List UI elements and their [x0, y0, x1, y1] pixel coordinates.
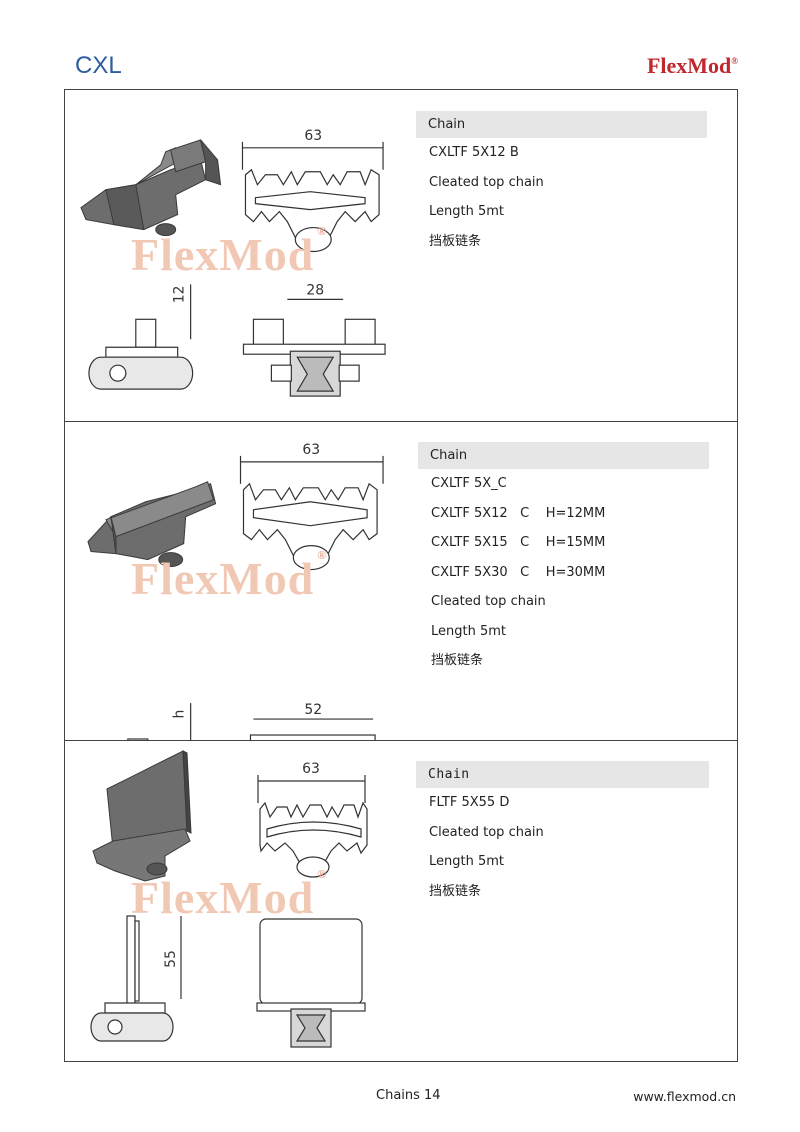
chain-iso-view [80, 139, 222, 237]
dim-side-height: h [172, 710, 188, 719]
info-line: Cleated top chain [429, 824, 544, 840]
info-line: 挡板链条 [429, 883, 482, 899]
product-table: 63 12 28 FlexMod® Chain CXLTF 5X12 B Cle… [64, 89, 738, 1062]
chain-side-view [127, 703, 192, 740]
info-line: Length 5mt [429, 854, 505, 869]
dim-top-width: 63 [302, 761, 320, 777]
chain-front-view [249, 718, 376, 740]
chain-side-view [90, 915, 182, 1042]
watermark-mark: ® [317, 867, 328, 881]
brand-logo: FlexMod® [647, 53, 738, 79]
info-line: 挡板链条 [431, 653, 484, 668]
brand-registered-mark: ® [731, 56, 738, 66]
dim-top-width: 63 [304, 128, 322, 144]
watermark-text: FlexMod [131, 229, 315, 280]
dim-front-width: 52 [304, 702, 322, 718]
page-number: Chains 14 [376, 1088, 441, 1103]
watermark-mark: ® [317, 224, 328, 238]
chain-front-view [242, 298, 386, 397]
chain-drawing-3: 63 55 [90, 750, 368, 1048]
dim-top-width: 63 [302, 442, 320, 458]
chain-top-view [241, 141, 384, 253]
chain-drawing-1: 63 12 28 [80, 128, 386, 397]
chain-front-view [256, 918, 366, 1048]
info-line: Length 5mt [431, 623, 507, 639]
info-line: CXLTF 5X12 C H=12MM [431, 505, 606, 521]
info-line: 挡板链条 [429, 233, 482, 249]
chain-iso-view [87, 481, 217, 568]
product-info-1: Chain CXLTF 5X12 B Cleated top chain Len… [416, 111, 707, 256]
info-line: Length 5mt [429, 204, 505, 219]
chain-drawing-2: 63 h 52 [87, 442, 384, 740]
chain-side-view [88, 284, 194, 390]
product-info-2: Chain CXLTF 5X_C CXLTF 5X12 C H=12MM CXL… [418, 442, 709, 676]
dim-side-height: 12 [172, 286, 188, 304]
watermark-mark: ® [317, 548, 328, 562]
info-line: CXLTF 5X30 C H=30MM [431, 564, 606, 580]
info-line: FLTF 5X55 D [429, 795, 510, 810]
product-info-3: Chain FLTF 5X55 D Cleated top chain Leng… [416, 761, 709, 906]
product-row-2: 63 h 52 FlexMod® Chain CXLTF 5X_C CXLTF … [65, 422, 737, 741]
dim-side-height: 55 [163, 950, 179, 968]
info-heading: Chain [416, 111, 707, 138]
chain-top-view [239, 455, 384, 571]
website-url: www.flexmod.cn [633, 1089, 736, 1104]
brand-name: FlexMod [646, 53, 732, 78]
info-line: Cleated top chain [429, 174, 544, 190]
chain-iso-view [92, 750, 192, 882]
watermark: FlexMod® [131, 224, 327, 281]
watermark-text: FlexMod [131, 872, 315, 923]
info-line: CXLTF 5X12 B [429, 145, 519, 160]
document-title: CXL [75, 52, 122, 79]
watermark: FlexMod® [131, 548, 327, 605]
product-row-3: 63 55 FlexMod® Chain FLTF 5X55 D Cleated… [65, 741, 737, 1061]
dim-front-width: 28 [306, 282, 324, 298]
product-row-1: 63 12 28 FlexMod® Chain CXLTF 5X12 B Cle… [65, 90, 737, 422]
watermark: FlexMod® [131, 867, 327, 924]
info-heading: Chain [418, 442, 709, 469]
info-line: CXLTF 5X_C [431, 476, 507, 491]
info-line: Cleated top chain [431, 594, 546, 609]
info-line: CXLTF 5X15 C H=15MM [431, 535, 606, 550]
chain-top-view [257, 775, 368, 878]
info-heading: Chain [416, 761, 709, 788]
watermark-text: FlexMod [131, 553, 315, 604]
